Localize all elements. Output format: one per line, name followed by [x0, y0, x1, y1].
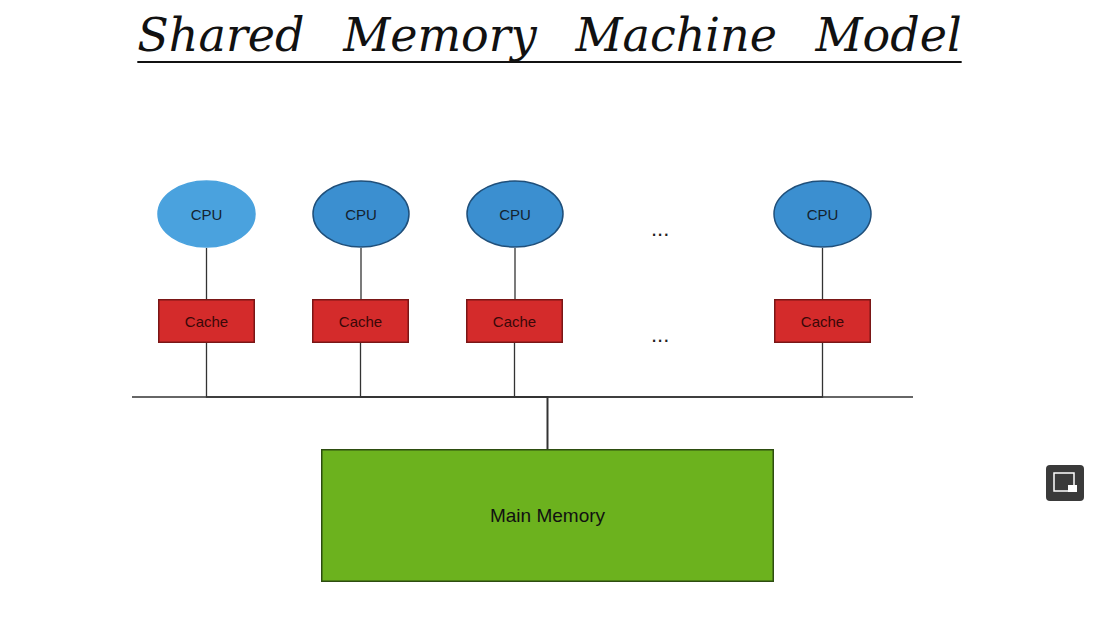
cache-box: Cache	[774, 299, 871, 343]
node-label: CPU	[191, 206, 223, 223]
node-label: Cache	[339, 313, 382, 330]
diagram-title: Shared Memory Machine Model	[0, 8, 1099, 62]
bus-connector	[515, 343, 548, 449]
node-label: Cache	[493, 313, 536, 330]
node-label: CPU	[499, 206, 531, 223]
cache-box: Cache	[158, 299, 255, 343]
bus-connector	[514, 248, 515, 299]
cpu-node: CPU	[312, 180, 410, 248]
node-label: CPU	[345, 206, 377, 223]
ellipsis-label: ...	[651, 216, 669, 242]
bus-connector	[822, 248, 823, 299]
ellipsis-label: ...	[651, 322, 669, 348]
bus-connector	[207, 343, 548, 449]
bus-connector	[361, 343, 548, 449]
memory-box: Main Memory	[321, 449, 774, 582]
bus-connector	[548, 343, 823, 449]
cache-box: Cache	[466, 299, 563, 343]
node-label: CPU	[807, 206, 839, 223]
minimize-icon	[1046, 465, 1084, 501]
cpu-node: CPU	[466, 180, 564, 248]
cpu-node: CPU	[157, 180, 256, 248]
node-label: Cache	[185, 313, 228, 330]
bus-connector	[360, 248, 361, 299]
cpu-node: CPU	[773, 180, 872, 248]
node-label: Main Memory	[490, 505, 605, 527]
node-label: Cache	[801, 313, 844, 330]
cache-box: Cache	[312, 299, 409, 343]
bus-connector	[206, 248, 207, 299]
